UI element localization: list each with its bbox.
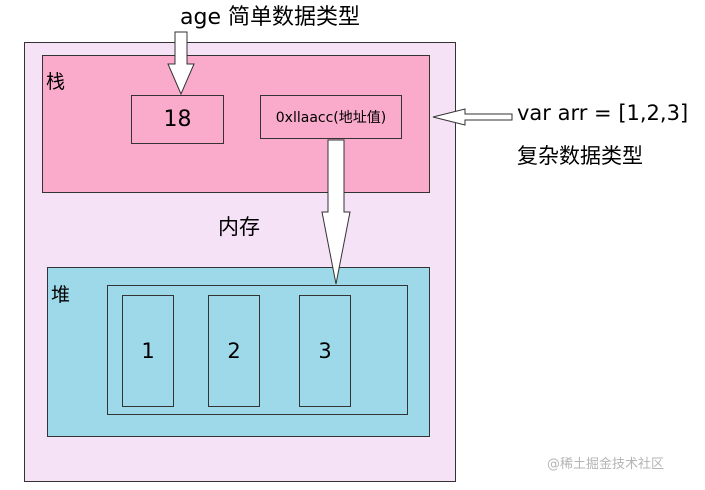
stack-region bbox=[42, 55, 430, 193]
heap-array-cell-1: 1 bbox=[122, 295, 174, 407]
stack-label: 栈 bbox=[46, 71, 66, 93]
heap-array-container bbox=[107, 285, 408, 415]
heap-array-cell-2: 2 bbox=[208, 295, 260, 407]
heap-label: 堆 bbox=[51, 284, 71, 306]
array-declaration-code: var arr = [1,2,3] bbox=[517, 101, 689, 125]
stack-age-value: 18 bbox=[163, 107, 192, 132]
stack-address-cell: 0xllaacc(地址值) bbox=[260, 95, 402, 139]
memory-label: 内存 bbox=[218, 215, 260, 239]
heap-array-value-2: 2 bbox=[227, 339, 241, 363]
watermark-text: @稀土掘金技术社区 bbox=[547, 457, 665, 472]
heap-array-value-3: 3 bbox=[318, 339, 332, 363]
age-simple-type-label: age 简单数据类型 bbox=[180, 5, 360, 30]
heap-array-value-1: 1 bbox=[141, 339, 155, 363]
complex-type-label: 复杂数据类型 bbox=[517, 144, 643, 168]
stack-address-value: 0xllaacc(地址值) bbox=[275, 110, 387, 126]
stack-age-cell: 18 bbox=[131, 95, 224, 144]
heap-array-cell-3: 3 bbox=[299, 295, 351, 407]
